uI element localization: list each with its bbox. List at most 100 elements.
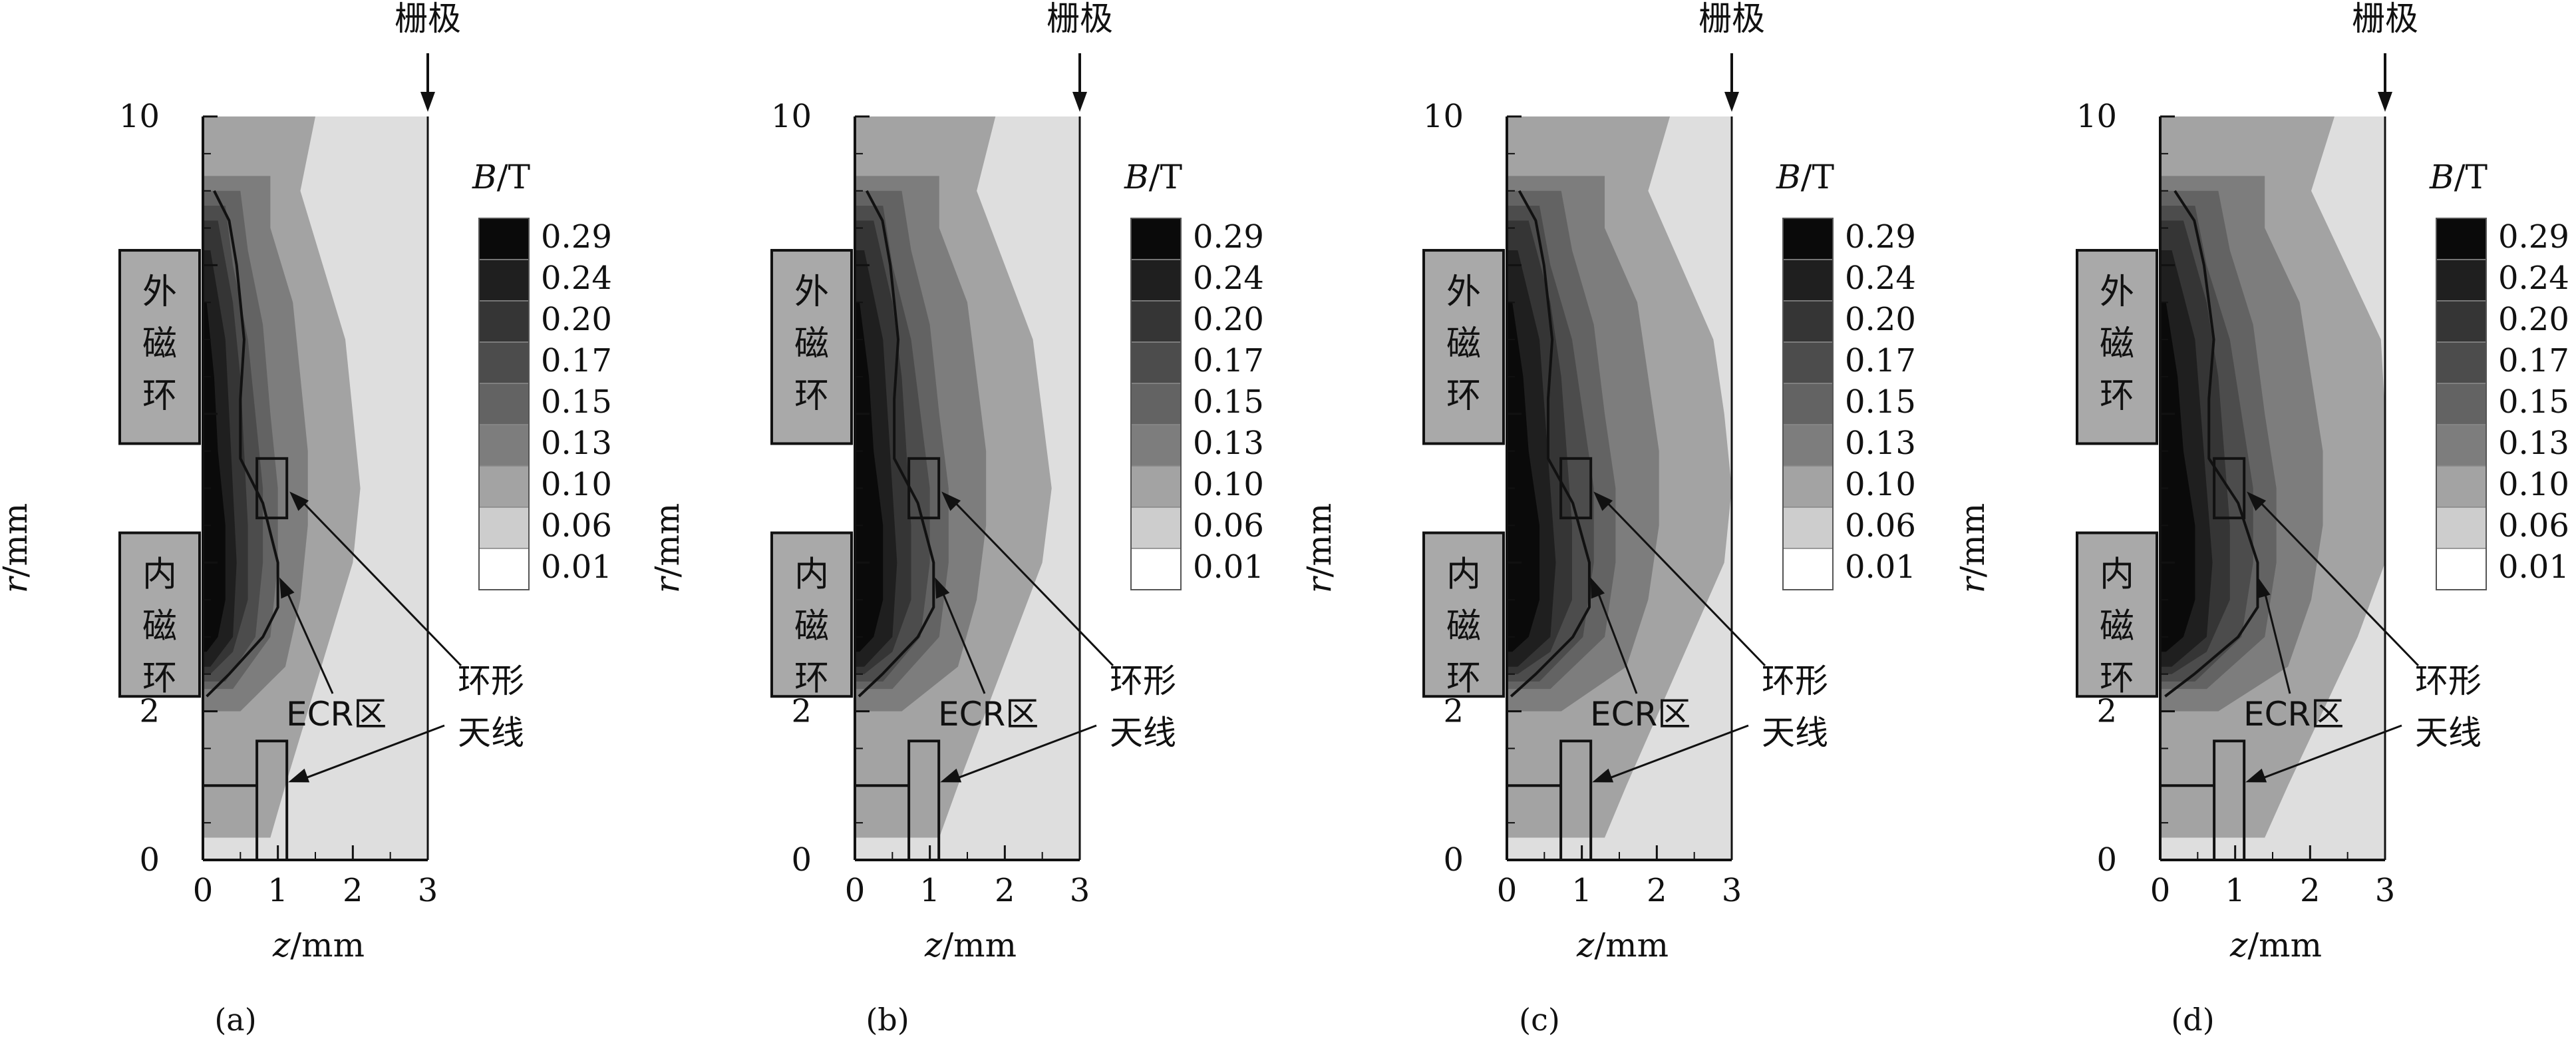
inner-magnet-label: 磁 xyxy=(794,607,829,647)
antenna-arrowhead-upper xyxy=(941,491,961,511)
legend-swatch xyxy=(1782,341,1834,384)
x-tick-label: 3 xyxy=(418,872,438,909)
legend-label: 0.20 xyxy=(1193,301,1264,338)
y-tick-label: 10 xyxy=(771,98,812,135)
antenna-label-line2: 天线 xyxy=(1110,714,1176,752)
x-tick-label: 0 xyxy=(1497,872,1518,909)
legend-swatch xyxy=(478,424,530,467)
y-tick-label: 0 xyxy=(791,841,812,879)
legend-swatch xyxy=(2436,507,2487,549)
inner-magnet-ring xyxy=(770,531,853,698)
antenna-upper-box xyxy=(907,457,941,520)
grid-arrowhead xyxy=(1724,92,1739,112)
legend-label: 0.29 xyxy=(2498,218,2569,256)
antenna-arrowhead-upper xyxy=(1593,491,1613,511)
legend-swatch xyxy=(2436,424,2487,467)
outer-magnet-label: 环 xyxy=(1446,376,1481,416)
outer-magnet-label: 外 xyxy=(142,272,177,312)
grid-arrowhead xyxy=(420,92,435,112)
outer-magnet-label: 磁 xyxy=(2100,324,2134,364)
contour-band xyxy=(855,302,884,652)
grid-label: 栅极 xyxy=(395,0,461,38)
outer-magnet-ring xyxy=(1422,249,1505,445)
outer-magnet-label: 环 xyxy=(2100,376,2134,416)
inner-magnet-ring xyxy=(1422,531,1505,698)
legend-label: 0.06 xyxy=(1845,507,1916,544)
antenna-arrow-upper xyxy=(1605,500,1766,667)
legend-label: 0.10 xyxy=(541,466,612,503)
legend-swatch xyxy=(478,548,530,590)
x-axis-label: z/mm xyxy=(2229,926,2322,964)
x-tick-label: 1 xyxy=(919,872,940,909)
outer-magnet-ring xyxy=(770,249,853,445)
legend-title: B/T xyxy=(1776,158,1834,196)
legend-label: 0.13 xyxy=(2498,425,2569,462)
outer-magnet-ring xyxy=(2076,249,2158,445)
legend-swatch xyxy=(1782,465,1834,508)
panel-caption: (a) xyxy=(214,1002,256,1038)
y-tick-label: 0 xyxy=(139,841,160,879)
outer-magnet-label: 外 xyxy=(1446,272,1481,312)
legend-swatch xyxy=(478,218,530,260)
x-tick-label: 3 xyxy=(1722,872,1742,909)
legend-swatch xyxy=(1782,548,1834,590)
antenna-lower-box xyxy=(255,739,289,862)
y-axis-label: r/mm xyxy=(1953,503,1992,594)
y-tick-label: 0 xyxy=(2096,841,2117,879)
x-tick-label: 1 xyxy=(2225,872,2245,909)
legend-label: 0.24 xyxy=(1193,260,1264,297)
ecr-arrowhead xyxy=(935,577,950,599)
legend-label: 0.24 xyxy=(541,260,612,297)
legend-label: 0.17 xyxy=(1845,342,1916,379)
legend-label: 0.13 xyxy=(1193,425,1264,462)
legend-label: 0.10 xyxy=(1193,466,1264,503)
legend-label: 0.15 xyxy=(1193,383,1264,421)
legend-label: 0.01 xyxy=(541,548,612,586)
inner-magnet-label: 环 xyxy=(142,659,177,699)
antenna-lower-box xyxy=(2213,739,2246,862)
y-axis-label: r/mm xyxy=(648,503,687,594)
legend-swatch xyxy=(1782,300,1834,343)
legend-title: B/T xyxy=(1124,158,1182,196)
legend-swatch xyxy=(2436,341,2487,384)
grid-arrowhead xyxy=(2378,92,2392,112)
inner-magnet-label: 内 xyxy=(1446,555,1481,595)
legend-label: 0.10 xyxy=(1845,466,1916,503)
legend-swatch xyxy=(1782,383,1834,425)
outer-magnet-ring xyxy=(118,249,201,445)
inner-magnet-label: 磁 xyxy=(1446,607,1481,647)
x-tick-label: 3 xyxy=(1070,872,1090,909)
ecr-contour-line xyxy=(2164,190,2259,698)
panel-d: 02468100123z/mmr/mm外磁环内磁环栅极环形天线ECR区B/T0.… xyxy=(1953,0,2569,1038)
panel-b: 02468100123z/mmr/mm外磁环内磁环栅极环形天线ECR区B/T0.… xyxy=(648,0,1264,1038)
x-tick-label: 2 xyxy=(343,872,363,909)
y-tick-label: 2 xyxy=(139,693,160,730)
inner-magnet-label: 环 xyxy=(1446,659,1481,699)
legend-frame xyxy=(1130,218,1182,590)
outer-magnet-label: 磁 xyxy=(1446,324,1481,364)
panel-caption: (c) xyxy=(1519,1002,1560,1038)
antenna-label-line1: 环形 xyxy=(2415,662,2482,700)
y-axis-label: r/mm xyxy=(0,503,35,594)
panel-caption: (d) xyxy=(2171,1002,2214,1038)
legend-title: B/T xyxy=(472,158,530,196)
antenna-arrowhead-lower xyxy=(288,768,310,783)
ecr-label: ECR区 xyxy=(286,695,387,733)
antenna-arrow-lower xyxy=(304,724,445,779)
legend-label: 0.20 xyxy=(2498,301,2569,338)
panel-caption: (b) xyxy=(866,1002,909,1038)
panel-a: 02468100123z/mmr/mm外磁环内磁环栅极环形天线ECR区B/T0.… xyxy=(0,0,612,1038)
inner-magnet-label: 内 xyxy=(794,555,829,595)
antenna-label-line1: 环形 xyxy=(458,662,524,700)
legend-swatch xyxy=(478,465,530,508)
legend-swatch xyxy=(2436,465,2487,508)
ecr-arrow-line xyxy=(283,586,334,694)
ecr-label: ECR区 xyxy=(2243,695,2344,733)
outer-magnet-label: 外 xyxy=(2100,272,2134,312)
ecr-arrow-line xyxy=(1595,586,1638,694)
grid-arrowhead xyxy=(1072,92,1087,112)
legend-swatch xyxy=(1130,218,1182,260)
x-axis-label: z/mm xyxy=(924,926,1017,964)
legend-swatch xyxy=(2436,383,2487,425)
